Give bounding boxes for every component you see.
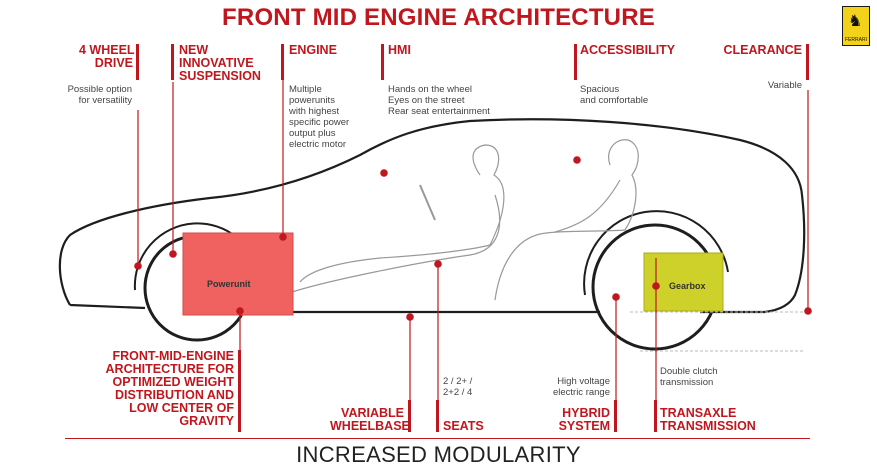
- tick-seats: [436, 400, 439, 432]
- dot-clearance: [804, 307, 812, 315]
- dot-seats: [434, 260, 442, 268]
- tick-fme: [238, 350, 241, 432]
- page-title: FRONT MID ENGINE ARCHITECTURE: [222, 4, 655, 31]
- tick-clearance: [806, 44, 809, 80]
- label-hmi: HMI: [388, 43, 411, 57]
- driver-seat: [291, 194, 501, 293]
- prancing-horse-icon: ♞: [848, 11, 863, 30]
- tick-transaxle: [654, 400, 657, 432]
- steering-wheel: [419, 184, 436, 221]
- label-wheelbase: VARIABLE WHEELBASE: [330, 406, 410, 433]
- tick-accessibility: [574, 44, 577, 80]
- desc-accessibility: Spacious and comfortable: [580, 84, 649, 106]
- label-4wd: 4 WHEEL DRIVE: [79, 43, 135, 70]
- dot-engine: [279, 233, 287, 241]
- desc-hybrid: High voltage electric range: [552, 376, 610, 398]
- desc-seats: 2 / 2+ / 2+2 / 4: [443, 376, 473, 398]
- dot-transaxle: [652, 282, 660, 290]
- dot-wheelbase: [406, 313, 414, 321]
- label-transaxle: TRANSAXLE TRANSMISSION: [660, 406, 756, 433]
- gearbox-label: Gearbox: [669, 281, 706, 291]
- car-body-outline: [58, 118, 806, 314]
- logo-text: FERRARI: [845, 37, 867, 43]
- tick-engine: [281, 44, 284, 80]
- dot-suspension: [169, 250, 177, 258]
- tick-wheelbase: [408, 400, 411, 432]
- tick-hybrid: [614, 400, 617, 432]
- footer-title: INCREASED MODULARITY: [296, 442, 581, 467]
- dot-fme: [236, 307, 244, 315]
- powerunit-box: [182, 232, 294, 316]
- label-seats: SEATS: [443, 419, 484, 433]
- dot-hmi: [380, 169, 388, 177]
- desc-clearance: Variable: [767, 80, 802, 91]
- desc-hmi: Hands on the wheel Eyes on the street Re…: [388, 84, 490, 117]
- rear-wheel-arch: [583, 210, 729, 296]
- footer-divider: [65, 438, 810, 439]
- dot-accessibility: [573, 156, 581, 164]
- gearbox-box: [643, 252, 724, 312]
- tick-suspension: [171, 44, 174, 80]
- label-fme: FRONT-MID-ENGINE ARCHITECTURE FOR OPTIMI…: [105, 349, 234, 428]
- powerunit-label: Powerunit: [207, 279, 251, 289]
- desc-4wd: Possible option for versatility: [67, 84, 132, 106]
- desc-engine: Multiple powerunits with highest specifi…: [289, 84, 350, 150]
- desc-transaxle: Double clutch transmission: [660, 366, 718, 388]
- label-hybrid: HYBRID SYSTEM: [558, 406, 610, 433]
- tick-hmi: [381, 44, 384, 80]
- label-engine: ENGINE: [289, 43, 337, 57]
- label-accessibility: ACCESSIBILITY: [580, 43, 676, 57]
- tick-4wd: [136, 44, 139, 80]
- label-clearance: CLEARANCE: [723, 43, 802, 57]
- label-suspension: NEW INNOVATIVE SUSPENSION: [179, 43, 261, 83]
- driver-figure: [299, 144, 505, 283]
- ferrari-logo: ♞ FERRARI: [842, 6, 870, 46]
- passenger-figure: [494, 139, 639, 301]
- dot-4wd: [134, 262, 142, 270]
- passenger-seat: [554, 179, 621, 233]
- dot-hybrid: [612, 293, 620, 301]
